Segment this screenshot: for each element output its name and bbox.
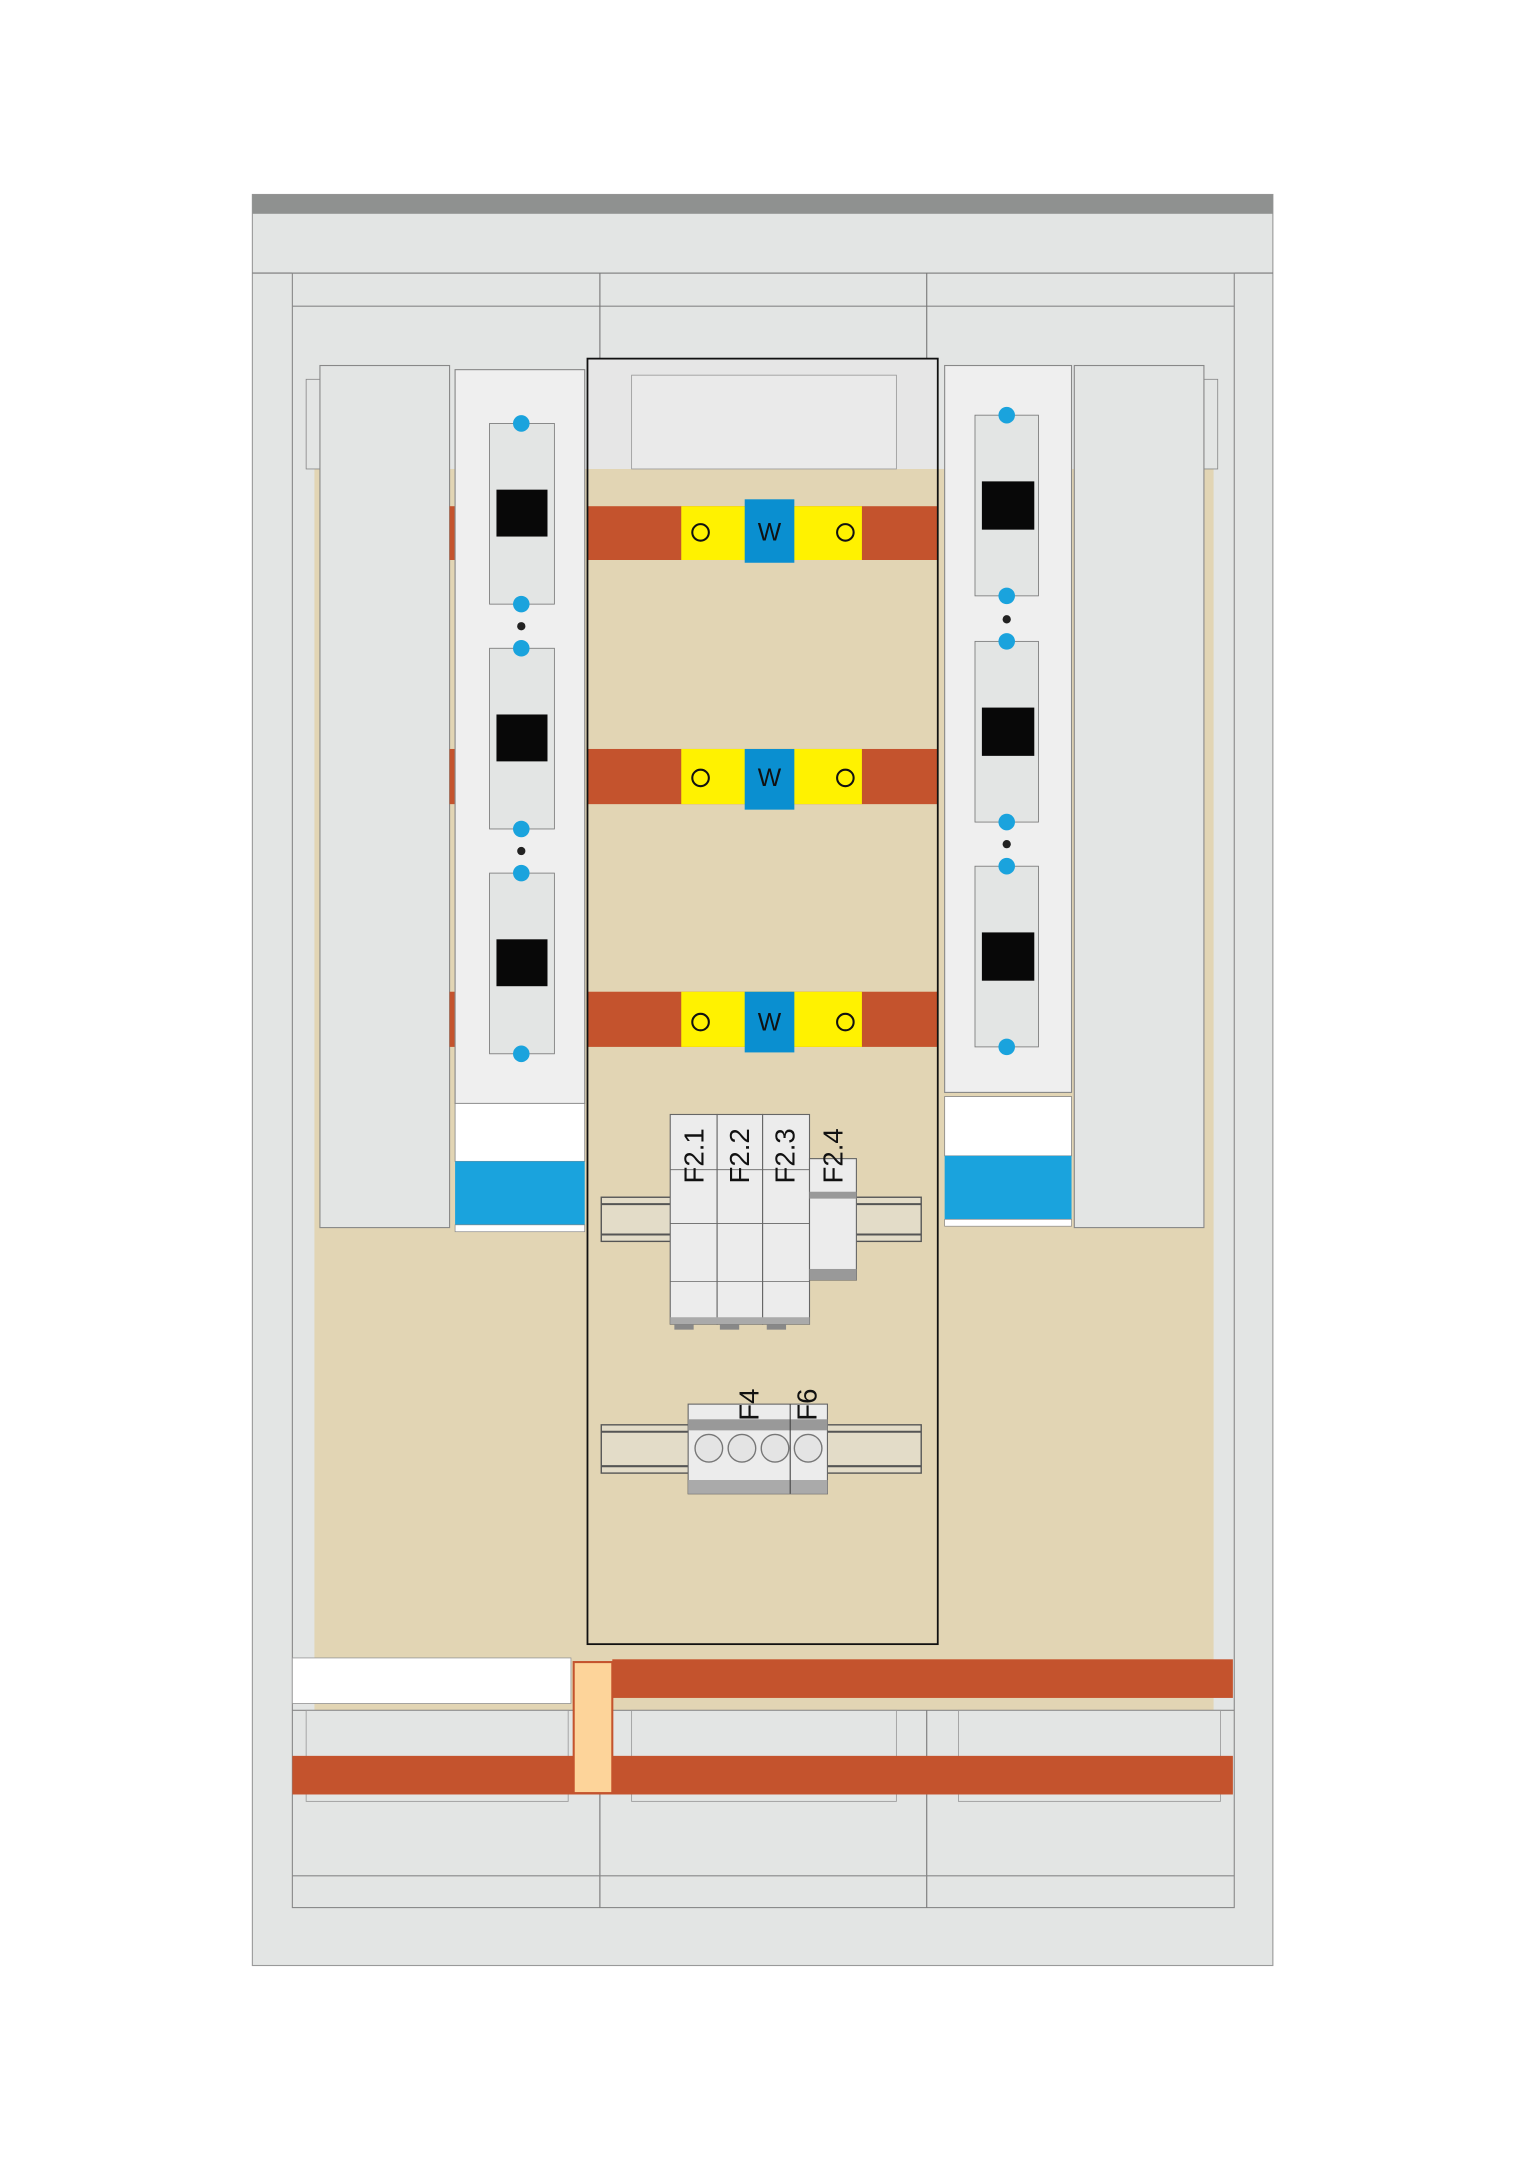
fuse-holder: [727, 1433, 757, 1463]
breaker-label-f2-1: F2.1: [678, 1128, 709, 1183]
terminal-w: [744, 748, 795, 810]
right-module-3: [974, 865, 1039, 1048]
terminal-w: [744, 991, 795, 1053]
busbar-row-1: [587, 499, 938, 563]
fuse-holder: [694, 1433, 724, 1463]
terminal-label: W: [758, 520, 782, 547]
fuse-holder: [793, 1433, 823, 1463]
left-breaker-column: [454, 369, 586, 1233]
breaker-handle: [496, 489, 548, 537]
breaker-group-f2: [669, 1113, 857, 1330]
connection-dots: [513, 415, 530, 1063]
connection-dots: [998, 406, 1015, 1056]
breaker-f2-1: [669, 1113, 718, 1325]
breaker-handle: [496, 939, 548, 987]
terminal-label: W: [758, 765, 782, 792]
lower-main-busbar: [292, 1755, 1233, 1795]
breaker-handle: [981, 481, 1035, 530]
left-side-panel: [319, 364, 451, 1229]
upper-main-busbar: [612, 1659, 1233, 1698]
breaker-f2-3: [762, 1113, 811, 1325]
left-module-1: [489, 423, 555, 605]
right-module-2: [974, 640, 1039, 823]
fuse-label-f4: F4: [733, 1388, 764, 1420]
breaker-label-f2-2: F2.2: [724, 1128, 755, 1183]
inner-frame: [291, 272, 1235, 1909]
breaker-label-f2-4: F2.4: [818, 1128, 849, 1183]
terminal-label: W: [758, 1009, 782, 1036]
left-blue-strip: [455, 1161, 585, 1225]
fuse-label-f6: F6: [791, 1388, 822, 1420]
fuse-block: [687, 1403, 828, 1495]
right-side-panel: [1073, 364, 1205, 1229]
bottom-white-strip: [291, 1657, 572, 1704]
fuse-holder: [760, 1433, 790, 1463]
breaker-handle: [496, 714, 548, 762]
breaker-handle: [981, 932, 1035, 981]
breaker-handle: [981, 707, 1035, 756]
terminal-w: [744, 499, 795, 563]
breaker-label-f2-3: F2.3: [769, 1128, 800, 1183]
center-compartment: W W W F2.1 F2.2 F2.3 F2.4: [586, 357, 939, 1646]
busbar-row-2: [587, 748, 938, 810]
left-module-2: [489, 647, 555, 830]
busbar-link: [572, 1661, 614, 1795]
right-blue-strip: [944, 1155, 1072, 1220]
right-module-1: [974, 414, 1039, 597]
left-module-3: [489, 872, 555, 1055]
breaker-f2-4: [808, 1158, 857, 1281]
cabinet-top-bar: [252, 194, 1273, 214]
right-breaker-column: [944, 364, 1073, 1227]
bottom-section: [291, 1657, 1235, 1908]
busbar-row-3: [587, 991, 938, 1053]
